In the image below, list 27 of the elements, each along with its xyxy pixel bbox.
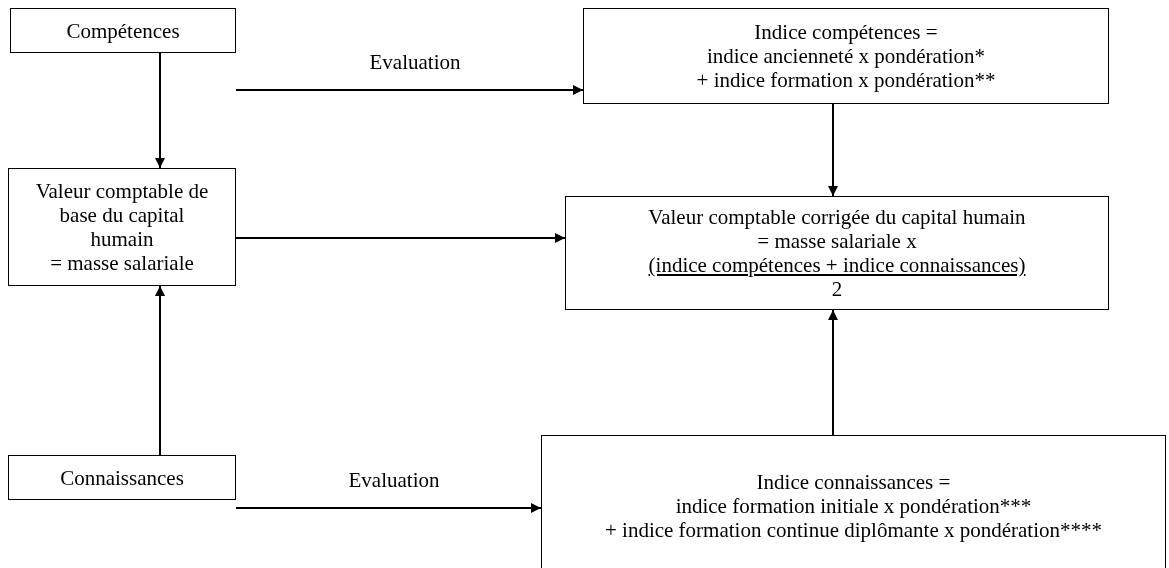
process-box [8,168,236,286]
box-text: indice ancienneté x pondération* [706,44,986,68]
box-text: Indice connaissances = [756,469,951,494]
process-box [583,8,1109,104]
box-text: 2 [831,277,843,301]
box-text: Compétences [66,18,180,43]
box-text: Indice compétences = [754,20,938,44]
box-text: = masse salariale x [757,229,917,253]
arrow [155,52,165,169]
box-text: = masse salariale [50,251,194,275]
box-text: Valeur comptable corrigée du capital humain [648,205,1026,229]
arrow [828,103,838,197]
box-text: indice formation initiale x pondération*** [675,493,1032,518]
arrow [828,309,838,436]
box-text: Valeur comptable de base du capital humain [34,179,210,251]
arrow [235,85,584,95]
arrow [155,285,165,456]
box-text: + indice formation x pondération** [696,68,996,92]
arrow [235,503,542,513]
box-text: Connaissances [60,465,184,490]
box-text: (indice compétences + indice connaissances) [648,253,1026,277]
process-box [10,8,236,53]
box-text: + indice formation continue diplômante x pondération**** [604,517,1103,542]
process-box [8,455,236,500]
arrow [235,233,566,243]
process-box [565,196,1109,310]
process-box [541,435,1166,568]
